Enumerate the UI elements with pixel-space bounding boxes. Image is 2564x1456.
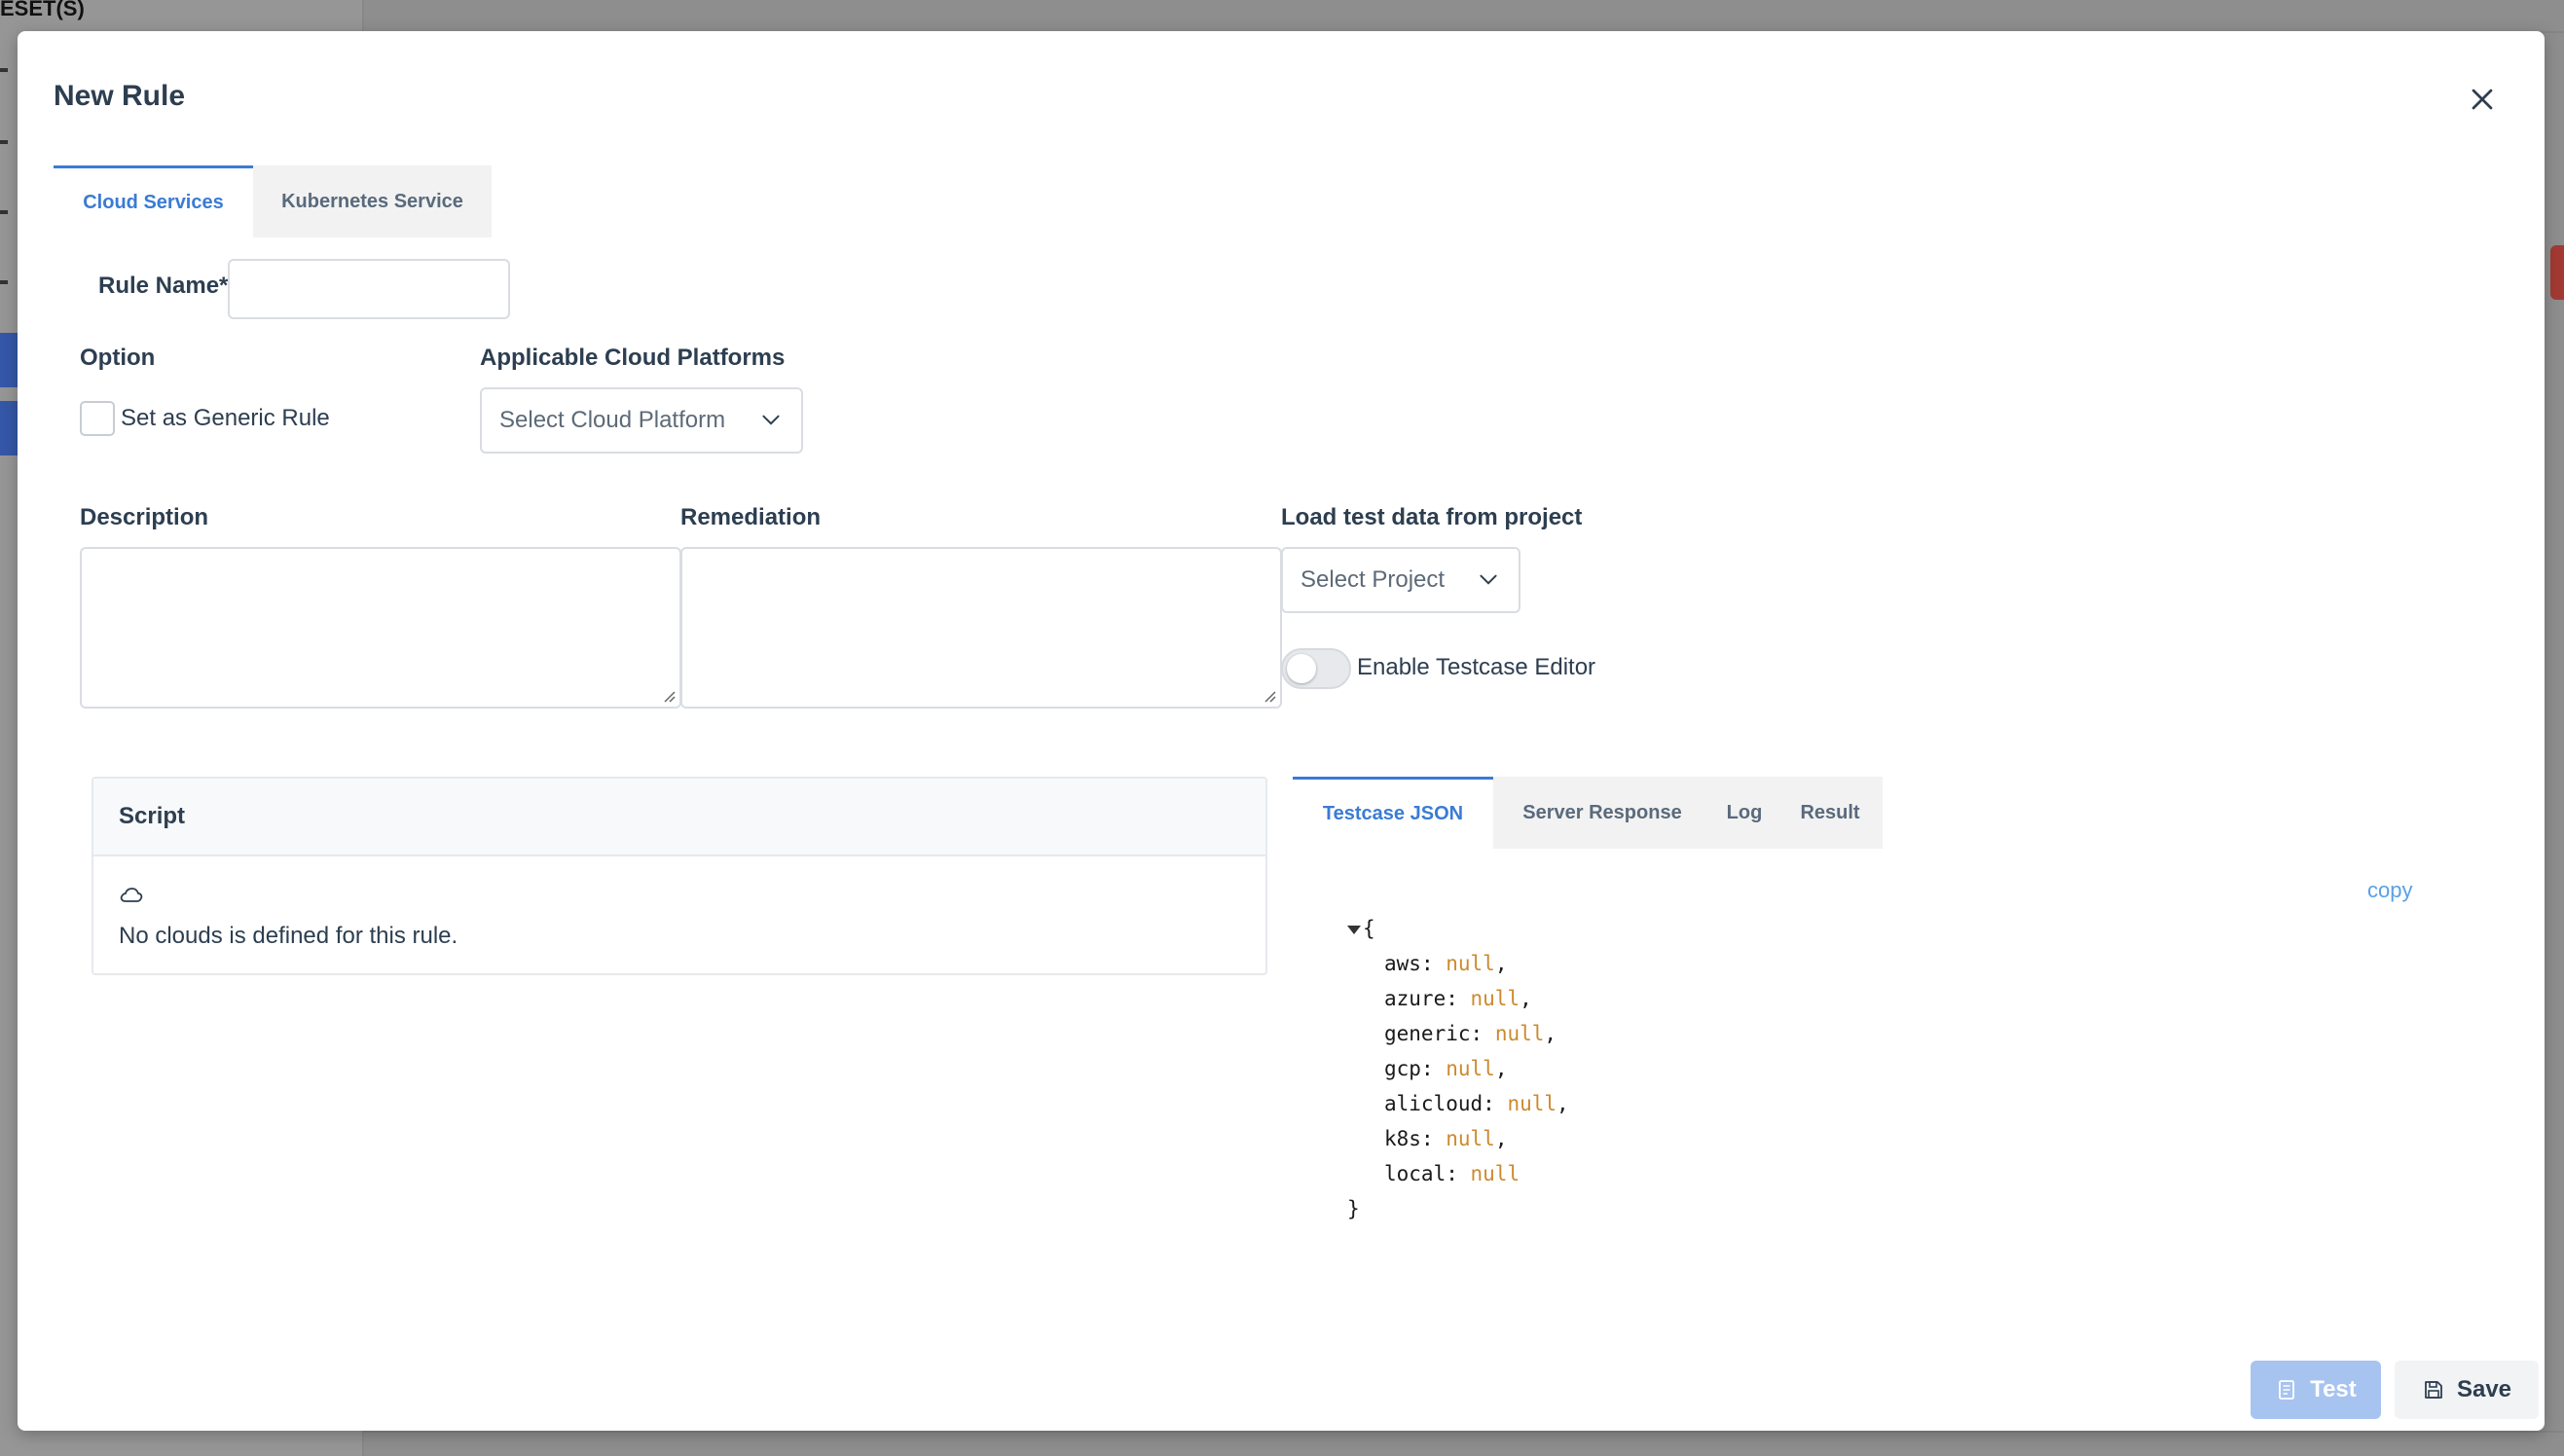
- testcase-editor-label: Enable Testcase Editor: [1357, 654, 1596, 680]
- chevron-down-icon: [762, 415, 780, 425]
- cloud-icon: [120, 888, 143, 902]
- background-upload-button: [0, 401, 18, 455]
- json-entry: azure: null,: [1384, 987, 1532, 1010]
- load-test-data-label: Load test data from project: [1281, 504, 1583, 530]
- tab-testcase-json[interactable]: Testcase JSON: [1293, 777, 1493, 849]
- drag-handle-icon: [0, 68, 8, 72]
- json-entry: generic: null,: [1384, 1022, 1557, 1045]
- option-label: Option: [80, 345, 156, 371]
- remediation-label: Remediation: [680, 504, 822, 530]
- result-tabs: Testcase JSON Server Response Log Result: [1293, 777, 1883, 849]
- rule-name-label: Rule Name*: [98, 273, 229, 299]
- generic-rule-label: Set as Generic Rule: [121, 405, 330, 431]
- generic-rule-checkbox[interactable]: [80, 401, 115, 436]
- testcase-editor-toggle[interactable]: [1281, 648, 1351, 689]
- chevron-down-icon: [1480, 574, 1497, 585]
- testcase-json-viewer: { aws: null, azure: null, generic: null,…: [1347, 911, 1569, 1226]
- json-open-brace: {: [1363, 917, 1375, 940]
- close-icon[interactable]: [2465, 82, 2500, 117]
- background-blue-button: [0, 333, 18, 387]
- resize-handle-icon[interactable]: [1263, 689, 1276, 703]
- collapse-caret-icon[interactable]: [1347, 925, 1361, 934]
- json-entry: alicloud: null,: [1384, 1092, 1569, 1115]
- document-icon: [2279, 1380, 2295, 1400]
- save-button-label: Save: [2456, 1376, 2512, 1402]
- resize-handle-icon[interactable]: [662, 689, 676, 703]
- background-red-button: [2550, 245, 2564, 300]
- remediation-textarea[interactable]: [680, 547, 1282, 709]
- json-entry: k8s: null,: [1384, 1127, 1508, 1150]
- new-rule-modal: New Rule Cloud Services Kubernetes Servi…: [18, 31, 2545, 1431]
- tab-server-response[interactable]: Server Response: [1493, 777, 1711, 849]
- cloud-platforms-label: Applicable Cloud Platforms: [480, 345, 786, 371]
- save-icon: [2425, 1381, 2442, 1399]
- copy-json-link[interactable]: copy: [2367, 878, 2413, 902]
- background-sidebar-title: ESET(S): [0, 0, 85, 20]
- drag-handle-icon: [0, 210, 8, 214]
- test-button-label: Test: [2310, 1376, 2357, 1402]
- tab-kubernetes-service[interactable]: Kubernetes Service: [253, 165, 492, 237]
- save-button[interactable]: Save: [2395, 1361, 2539, 1419]
- tab-result[interactable]: Result: [1777, 777, 1883, 849]
- script-panel-header: Script: [93, 779, 1265, 856]
- modal-title: New Rule: [54, 80, 186, 112]
- description-label: Description: [80, 504, 209, 530]
- json-entry: aws: null,: [1384, 952, 1508, 975]
- project-select[interactable]: Select Project: [1281, 547, 1520, 613]
- json-close-brace: }: [1347, 1197, 1360, 1220]
- toggle-knob: [1287, 654, 1316, 683]
- description-textarea[interactable]: [80, 547, 681, 709]
- tab-cloud-services[interactable]: Cloud Services: [54, 165, 253, 237]
- test-button[interactable]: Test: [2251, 1361, 2381, 1419]
- json-entry: gcp: null,: [1384, 1057, 1508, 1080]
- rule-type-tabs: Cloud Services Kubernetes Service: [54, 165, 492, 237]
- project-select-placeholder: Select Project: [1300, 566, 1446, 593]
- drag-handle-icon: [0, 280, 8, 284]
- cloud-platform-select-placeholder: Select Cloud Platform: [499, 407, 726, 433]
- script-empty-message: No clouds is defined for this rule.: [119, 923, 458, 949]
- cloud-platform-select[interactable]: Select Cloud Platform: [480, 387, 803, 454]
- rule-name-input[interactable]: [228, 259, 510, 319]
- background-divider: [362, 1431, 2564, 1433]
- json-entry: local: null: [1384, 1162, 1520, 1185]
- script-panel: Script No clouds is defined for this rul…: [92, 777, 1267, 975]
- tab-log[interactable]: Log: [1711, 777, 1777, 849]
- drag-handle-icon: [0, 140, 8, 144]
